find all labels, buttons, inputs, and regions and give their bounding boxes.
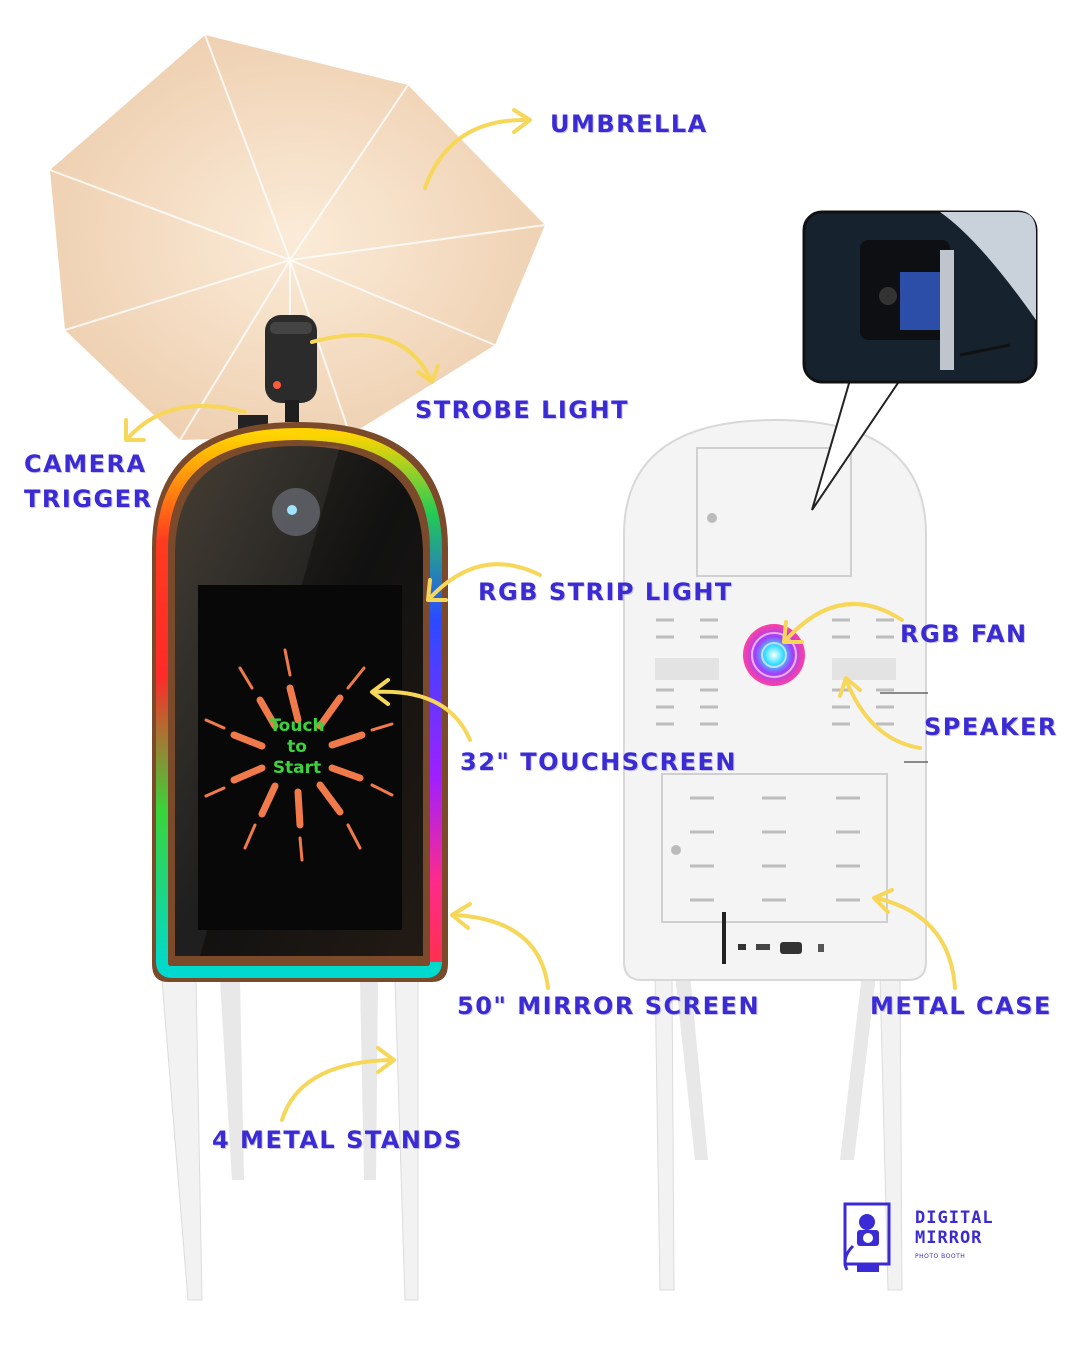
label-umbrella: UMBRELLA <box>550 110 708 138</box>
label-strobe-light: STROBE LIGHT <box>415 396 629 424</box>
touch-line-3: Start <box>272 758 322 778</box>
label-metal-stands: 4 METAL STANDS <box>212 1126 463 1154</box>
logo-subtitle: PHOTO BOOTH <box>915 1253 966 1260</box>
touch-sunburst-graphic <box>204 648 394 862</box>
strobe-light <box>238 315 317 429</box>
label-camera-trigger-line2: TRIGGER <box>24 484 153 513</box>
callout-arrows <box>124 108 957 1122</box>
label-metal-case: METAL CASE <box>870 992 1052 1020</box>
label-mirror-screen: 50" MIRROR SCREEN <box>457 992 761 1020</box>
camera-inset-photo <box>802 210 1038 511</box>
label-speaker: SPEAKER <box>924 713 1058 741</box>
booth-back <box>623 418 928 1291</box>
label-camera-trigger-line1: CAMERA <box>24 450 147 478</box>
photographer-logo-icon <box>843 1202 891 1272</box>
logo-title: DIGITAL MIRROR <box>915 1208 994 1248</box>
label-rgb-strip-light: RGB STRIP LIGHT <box>478 578 733 606</box>
touch-line-1: Touch <box>269 716 325 736</box>
touch-to-start-text[interactable]: Touch to Start <box>252 716 342 779</box>
label-camera-trigger: CAMERA TRIGGER <box>24 450 153 514</box>
booth-front <box>152 422 448 1301</box>
touch-line-2: to <box>287 737 307 757</box>
brand-logo: DIGITAL MIRROR PHOTO BOOTH <box>835 1202 1015 1274</box>
label-rgb-fan: RGB FAN <box>900 620 1028 648</box>
label-touchscreen: 32" TOUCHSCREEN <box>460 748 737 776</box>
